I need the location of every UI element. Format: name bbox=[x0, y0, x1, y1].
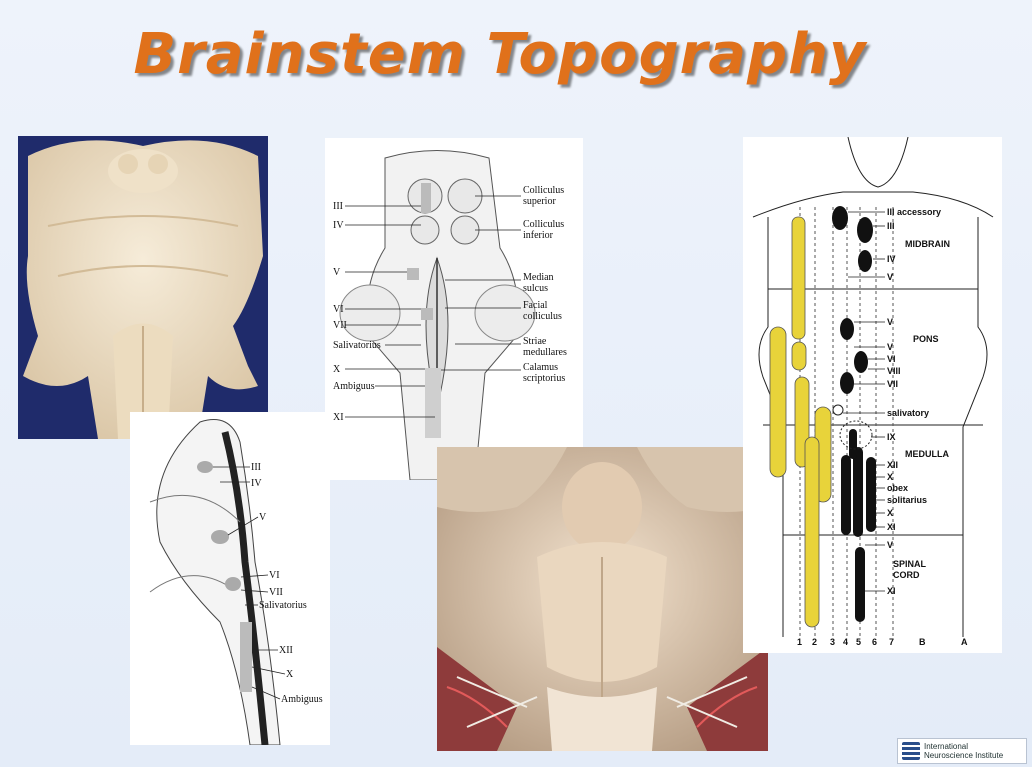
label-colliculus-superior-2: superior bbox=[523, 196, 556, 207]
col-label-salivatory: salivatory bbox=[887, 408, 929, 418]
label-ambiguus: Ambiguus bbox=[333, 381, 375, 392]
col-label-viii: VIII bbox=[887, 366, 901, 376]
col-label-v-4: V bbox=[887, 540, 893, 550]
col-label-medulla: MEDULLA bbox=[905, 449, 949, 459]
nuclear-columns-diagram: III accessory III MIDBRAIN IV V V PONS V… bbox=[743, 137, 1002, 653]
sag-label-ambiguus: Ambiguus bbox=[281, 694, 323, 705]
label-median-sulcus-1: Median bbox=[523, 272, 554, 283]
sag-label-iii: III bbox=[251, 462, 261, 473]
col-label-iv: IV bbox=[887, 254, 896, 264]
col-label-v-2: V bbox=[887, 317, 893, 327]
label-x: X bbox=[333, 364, 341, 375]
institute-logo: International Neuroscience Institute bbox=[897, 738, 1027, 764]
col-label-iii-accessory: III accessory bbox=[887, 207, 941, 217]
label-striae-medullares-2: medullares bbox=[523, 347, 567, 358]
label-colliculus-inferior-1: Colliculus bbox=[523, 219, 564, 230]
label-facial-colliculus-2: colliculus bbox=[523, 311, 562, 322]
col-axis-2: 2 bbox=[812, 637, 817, 647]
sag-label-vii: VII bbox=[269, 587, 283, 598]
col-axis-3: 3 bbox=[830, 637, 835, 647]
logo-line-1: International bbox=[924, 742, 969, 751]
col-axis-7: 7 bbox=[889, 637, 894, 647]
logo-line-2: Neuroscience Institute bbox=[924, 751, 1004, 760]
col-label-midbrain: MIDBRAIN bbox=[905, 239, 950, 249]
col-label-xi-1: XI bbox=[887, 522, 896, 532]
label-colliculus-superior-1: Colliculus bbox=[523, 185, 564, 196]
col-label-v-1: V bbox=[887, 272, 893, 282]
col-axis-5: 5 bbox=[856, 637, 861, 647]
label-colliculus-inferior-2: inferior bbox=[523, 230, 554, 241]
col-label-cord: CORD bbox=[893, 570, 920, 580]
col-label-spinal: SPINAL bbox=[893, 559, 927, 569]
col-label-obex: obex bbox=[887, 483, 908, 493]
sag-label-vi: VI bbox=[269, 570, 280, 581]
col-label-xi-2: XI bbox=[887, 586, 896, 596]
label-xi: XI bbox=[333, 412, 344, 423]
col-label-solitarius: solitarius bbox=[887, 495, 927, 505]
institute-logo-icon bbox=[902, 742, 920, 760]
col-label-xii: XII bbox=[887, 460, 898, 470]
sag-label-x: X bbox=[286, 669, 294, 680]
sagittal-view-diagram: III IV V VI VII Salivatorius XII X Ambig… bbox=[130, 412, 330, 745]
col-label-vii: VII bbox=[887, 379, 898, 389]
label-vi: VI bbox=[333, 304, 344, 315]
fourth-ventricle-photo bbox=[437, 447, 768, 751]
col-label-v-3: V bbox=[887, 342, 893, 352]
col-axis-6: 6 bbox=[872, 637, 877, 647]
label-median-sulcus-2: sulcus bbox=[523, 283, 548, 294]
sag-label-iv: IV bbox=[251, 478, 262, 489]
label-striae-medullares-1: Striae bbox=[523, 336, 547, 347]
col-axis-4: 4 bbox=[843, 637, 848, 647]
sag-label-xii: XII bbox=[279, 645, 293, 656]
col-axis-b: B bbox=[919, 637, 926, 647]
dorsal-view-diagram: III IV V VI VII Salivatorius X Ambiguus … bbox=[325, 138, 583, 480]
col-label-x-1: X bbox=[887, 472, 893, 482]
label-v: V bbox=[333, 267, 341, 278]
label-iii: III bbox=[333, 201, 343, 212]
label-vii: VII bbox=[333, 320, 347, 331]
col-axis-1: 1 bbox=[797, 637, 802, 647]
sag-label-v: V bbox=[259, 512, 267, 523]
col-label-ix: IX bbox=[887, 432, 896, 442]
label-calamus-scriptorius-2: scriptorius bbox=[523, 373, 565, 384]
slide-title: Brainstem Topography bbox=[133, 22, 867, 87]
label-calamus-scriptorius-1: Calamus bbox=[523, 362, 558, 373]
sag-label-salivatorius: Salivatorius bbox=[259, 600, 307, 611]
label-salivatorius: Salivatorius bbox=[333, 340, 381, 351]
col-axis-a: A bbox=[961, 637, 968, 647]
label-iv: IV bbox=[333, 220, 344, 231]
institute-logo-text: International Neuroscience Institute bbox=[924, 742, 1003, 760]
col-label-x-2: X bbox=[887, 508, 893, 518]
col-label-vi: VI bbox=[887, 354, 896, 364]
col-label-pons: PONS bbox=[913, 334, 939, 344]
label-facial-colliculus-1: Facial bbox=[523, 300, 548, 311]
col-label-iii: III bbox=[887, 221, 895, 231]
dorsal-brainstem-photo bbox=[18, 136, 268, 439]
